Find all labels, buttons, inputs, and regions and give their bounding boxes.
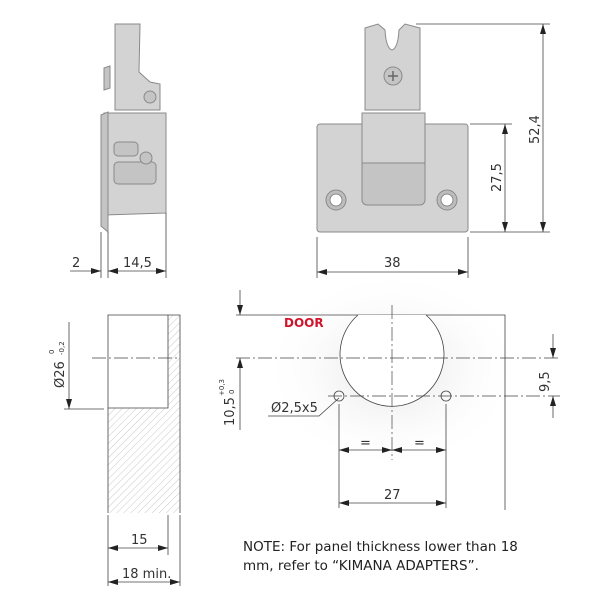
dim-diameter: Ø26: [53, 361, 68, 388]
dim-width: 38: [384, 256, 401, 271]
note-line-1: NOTE: For panel thickness lower than 18: [243, 539, 518, 555]
dim-total-height: 52,4: [528, 115, 543, 144]
tol-upper: 0: [48, 350, 56, 354]
hinge-front-view: 38 27,5 52,4: [316, 23, 550, 278]
edge-tol-upper: +0,3: [218, 379, 226, 396]
dim-bore-depth: 15: [131, 533, 148, 548]
note-line-2: mm, refer to “KIMANA ADAPTERS”.: [243, 558, 479, 574]
dim-depth: 14,5: [123, 256, 152, 271]
equal-mark-left: =: [360, 436, 371, 451]
edge-tol-lower: 0: [228, 390, 236, 394]
door-drilling-view: DOOR 10,5 +0,3 0 9,5 Ø2,5x5 = = 27: [218, 270, 560, 510]
pilot-hole-left: [333, 390, 345, 402]
dim-base-height: 27,5: [490, 163, 505, 192]
door-label: DOOR: [284, 316, 324, 330]
dim-edge: 10,5: [223, 397, 238, 426]
pilot-hole-right: [440, 390, 452, 402]
hinge-side-view: 2 14,5: [70, 23, 167, 278]
panel-section-view: Ø26 0 -0,2 15 18 min.: [48, 314, 181, 586]
dim-panel-min: 18 min.: [122, 567, 171, 582]
tol-lower: -0,2: [58, 341, 66, 355]
equal-mark-right: =: [414, 436, 425, 451]
panel-thickness-note: NOTE: For panel thickness lower than 18 …: [243, 538, 518, 576]
dim-hole-spacing: 27: [384, 488, 401, 503]
dim-flange: 2: [72, 256, 80, 271]
hole-spec: Ø2,5x5: [271, 401, 318, 416]
dim-hole-offset: 9,5: [538, 371, 553, 392]
